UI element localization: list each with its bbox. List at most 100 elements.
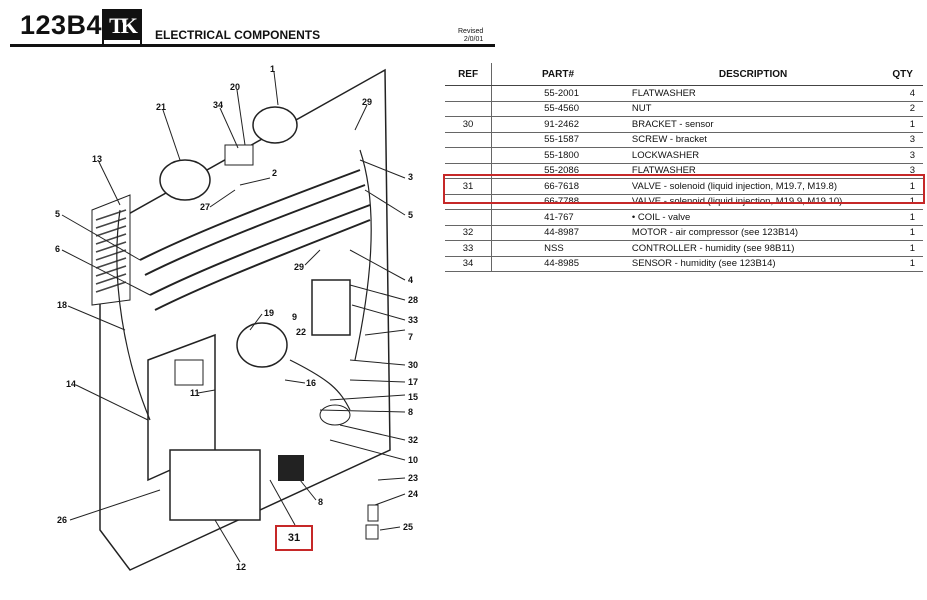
cell-description: SENSOR - humidity (see 123B14) (623, 256, 883, 272)
svg-text:28: 28 (408, 295, 418, 305)
svg-text:22: 22 (296, 327, 306, 337)
svg-text:8: 8 (318, 497, 323, 507)
svg-text:20: 20 (230, 82, 240, 92)
svg-text:33: 33 (408, 315, 418, 325)
cell-part: 55-1800 (491, 147, 624, 164)
table-header-row: REF PART# DESCRIPTION QTY (445, 63, 923, 86)
cell-description: FLATWASHER (623, 85, 883, 102)
cell-part: 55-4560 (491, 101, 624, 117)
cell-description: • COIL - valve (623, 209, 883, 226)
cell-ref: 34 (445, 256, 493, 272)
cell-description: VALVE - solenoid (liquid injection, M19.… (623, 178, 883, 195)
page-code: 123B4 (20, 10, 103, 40)
cell-description: MOTOR - air compressor (see 123B14) (623, 225, 883, 241)
cell-description: SCREW - bracket (623, 132, 883, 148)
svg-text:34: 34 (213, 100, 223, 110)
cell-qty: 3 (882, 147, 923, 164)
solenoid-coil (278, 455, 304, 481)
svg-text:29: 29 (362, 97, 372, 107)
svg-text:8: 8 (408, 407, 413, 417)
col-description: DESCRIPTION (623, 63, 883, 86)
cell-description: CONTROLLER - humidity (see 98B11) (623, 240, 883, 257)
svg-text:27: 27 (200, 202, 210, 212)
brand-logo: TK (102, 9, 142, 47)
svg-text:5: 5 (408, 210, 413, 220)
svg-text:12: 12 (236, 562, 246, 572)
cell-qty: 1 (882, 116, 923, 133)
svg-text:26: 26 (57, 515, 67, 525)
page-header: 123B4 TK ELECTRICAL COMPONENTS Revised 2… (0, 0, 927, 52)
cell-part: 44-8985 (491, 256, 624, 272)
svg-text:13: 13 (92, 154, 102, 164)
cell-qty: 1 (882, 194, 923, 210)
highlight-callout: 31 (275, 525, 313, 551)
svg-text:17: 17 (408, 377, 418, 387)
cell-ref (445, 147, 493, 164)
cell-description: NUT (623, 101, 883, 117)
cell-qty: 1 (882, 178, 923, 195)
svg-text:3: 3 (408, 172, 413, 182)
svg-text:30: 30 (408, 360, 418, 370)
svg-text:5: 5 (55, 209, 60, 219)
compressor-assembly (169, 449, 261, 521)
svg-text:29: 29 (294, 262, 304, 272)
compressor-motor (236, 322, 288, 368)
header-rule (10, 44, 495, 47)
cell-ref (445, 85, 493, 102)
cell-qty: 2 (882, 101, 923, 117)
svg-text:24: 24 (408, 489, 418, 499)
cell-part: NSS (491, 240, 624, 257)
cell-part: 41-767 (491, 209, 624, 226)
svg-text:18: 18 (57, 300, 67, 310)
svg-text:16: 16 (306, 378, 316, 388)
cell-ref: 31 (445, 178, 493, 195)
svg-text:4: 4 (408, 275, 413, 285)
cell-part: 44-8987 (491, 225, 624, 241)
svg-text:19: 19 (264, 308, 274, 318)
cell-qty: 1 (882, 225, 923, 241)
fan-motor (252, 106, 298, 144)
fan-motor (159, 159, 211, 201)
revised-note: Revised 2/0/01 (458, 28, 484, 43)
cell-ref: 30 (445, 116, 493, 133)
cell-ref (445, 132, 493, 148)
svg-text:1: 1 (270, 64, 275, 74)
cell-part: 55-2001 (491, 85, 624, 102)
highlight-rows-box (443, 174, 925, 204)
svg-text:7: 7 (408, 332, 413, 342)
svg-text:21: 21 (156, 102, 166, 112)
col-part: PART# (491, 63, 624, 86)
cell-ref (445, 101, 493, 117)
svg-text:15: 15 (408, 392, 418, 402)
svg-text:23: 23 (408, 473, 418, 483)
brand-logo-mark: TK (109, 13, 138, 38)
relay-block (224, 144, 254, 166)
svg-text:9: 9 (292, 312, 297, 322)
cell-qty: 1 (882, 256, 923, 272)
svg-text:32: 32 (408, 435, 418, 445)
svg-text:2: 2 (272, 168, 277, 178)
cell-description: LOCKWASHER (623, 147, 883, 164)
svg-text:14: 14 (66, 379, 76, 389)
col-ref: REF (445, 63, 493, 86)
svg-text:10: 10 (408, 455, 418, 465)
cell-ref: 32 (445, 225, 493, 241)
cell-part: 55-1587 (491, 132, 624, 148)
cell-qty: 4 (882, 85, 923, 102)
cell-qty: 3 (882, 132, 923, 148)
cell-description: BRACKET - sensor (623, 116, 883, 133)
cell-part: 91-2462 (491, 116, 624, 133)
